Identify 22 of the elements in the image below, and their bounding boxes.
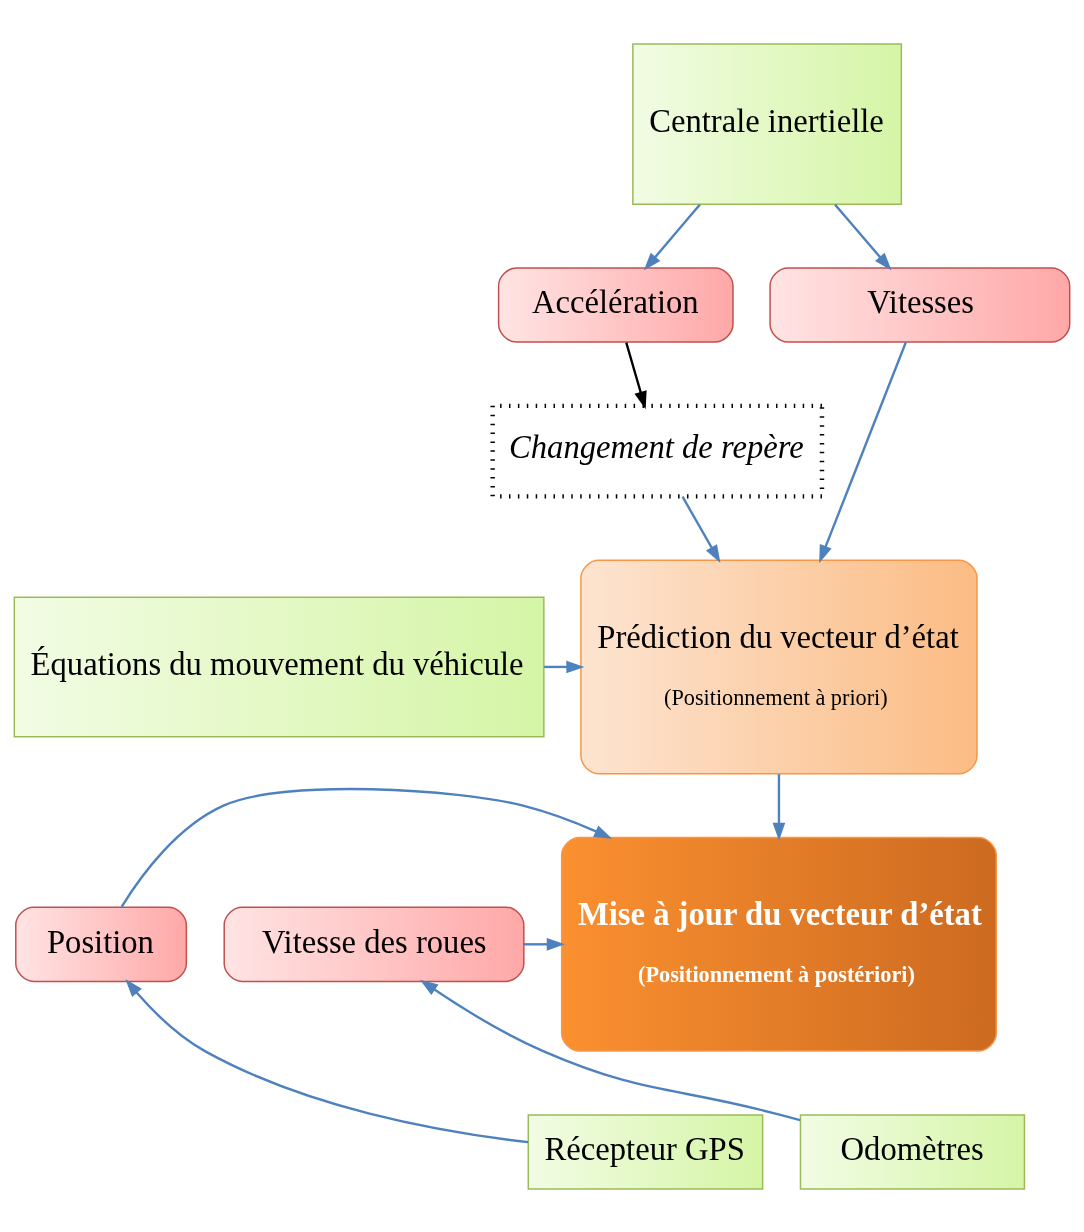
arrow: [419, 979, 801, 1121]
arrow: [772, 773, 786, 841]
node-box: Centrale inertielle: [632, 42, 903, 205]
node-box: Récepteur GPS: [527, 1113, 764, 1190]
node-box: Position: [15, 906, 188, 982]
arrow: [643, 203, 701, 271]
arrow: [544, 660, 585, 673]
arrow: [819, 341, 907, 563]
arrow: [523, 937, 565, 951]
node-box: Équations du mouvement du véhicule: [13, 596, 545, 737]
arrow: [681, 495, 721, 563]
node-box: Changement de repère: [490, 403, 825, 499]
arrow: [625, 341, 647, 409]
arrow: [834, 203, 892, 271]
arrow: [125, 978, 529, 1143]
node-box: Vitesses: [769, 266, 1071, 343]
node-box: Prédiction du vecteur d’état (Positionnement à priori): [580, 558, 978, 774]
arrow: [120, 787, 613, 907]
node-box: Vitesse des roues: [223, 906, 525, 982]
node-box: Odomètres: [799, 1113, 1026, 1190]
node-box: Mise à jour du vecteur d’état (Positionnement à postériori): [560, 836, 997, 1052]
node-box: Accélération: [497, 266, 734, 343]
